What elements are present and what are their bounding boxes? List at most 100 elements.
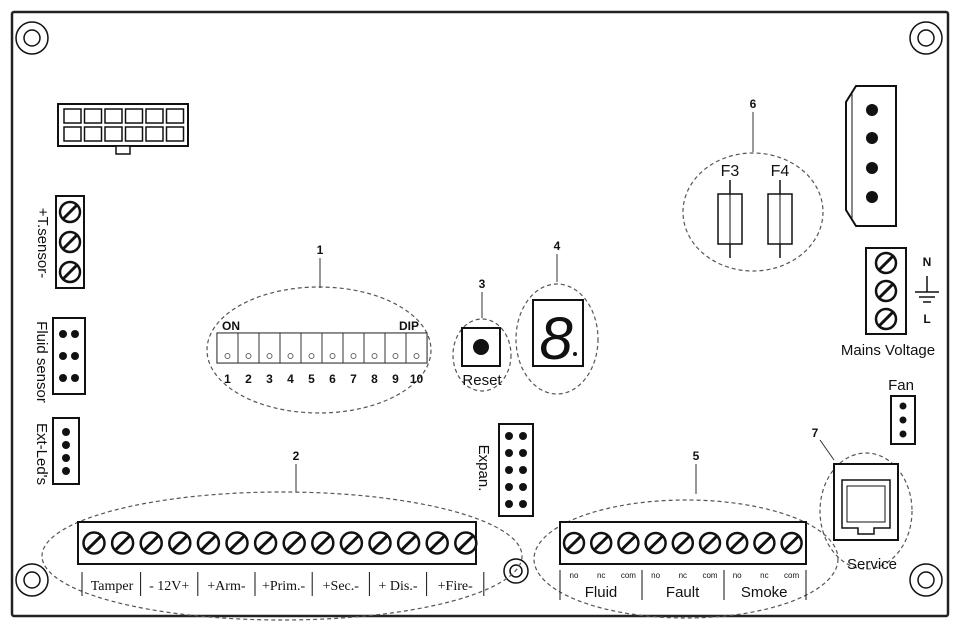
reset-button[interactable] — [461, 327, 501, 367]
input-terminal-screw — [339, 531, 364, 555]
dip-switch[interactable] — [321, 332, 344, 364]
mains-n-label: N — [923, 255, 932, 269]
mains-screw — [874, 307, 898, 331]
dip-switch[interactable] — [279, 332, 302, 364]
dip-switch[interactable] — [237, 332, 260, 364]
dip-switch-number: 6 — [329, 372, 336, 386]
relay-group-label: Fluid — [585, 584, 618, 601]
fluid-sensor-pin — [59, 352, 67, 360]
relay-contact-label: com — [702, 571, 717, 580]
relay-contact-label: nc — [760, 571, 768, 580]
dip-switch-number: 1 — [224, 372, 231, 386]
dip-switch[interactable] — [405, 332, 428, 364]
input-terminal-screw — [253, 531, 278, 555]
input-terminal-label: +Arm- — [207, 579, 246, 594]
fuse-f4 — [767, 180, 793, 258]
relay-terminal-screw — [725, 531, 749, 555]
reset-label: Reset — [462, 372, 502, 389]
relay-terminal-screw — [617, 531, 640, 555]
dip-switch[interactable] — [342, 332, 365, 364]
t-sensor-screw — [58, 260, 82, 284]
ribbon-header-connector — [57, 103, 189, 155]
expansion-pin — [505, 449, 513, 457]
dip-switch[interactable] — [300, 332, 323, 364]
dip-switch[interactable] — [363, 332, 386, 364]
fluid-sensor-pin — [71, 352, 79, 360]
service-rj-port[interactable] — [833, 463, 899, 541]
input-terminal-screw — [282, 531, 306, 555]
ext-led-pin — [62, 467, 70, 475]
callout-4: 4 — [554, 239, 561, 253]
input-terminal-label: - 12V+ — [149, 579, 189, 594]
ribbon-pin-cell — [165, 126, 185, 142]
mains-voltage-terminal — [865, 247, 907, 335]
dip-switch-number: 7 — [350, 372, 357, 386]
relay-contact-label: com — [784, 571, 799, 580]
mains-screw — [874, 251, 898, 275]
mounting-hole-top-right — [909, 21, 943, 55]
t-sensor-label: +T.sensor- — [34, 208, 51, 278]
relay-group-label: Smoke — [741, 584, 788, 601]
input-terminal-label: Tamper — [91, 579, 134, 594]
ext-leds-connector — [52, 417, 80, 485]
ribbon-pin-cell — [165, 108, 185, 124]
relay-terminal-screw — [698, 531, 722, 555]
ext-leds-label: Ext-Led's — [33, 423, 50, 485]
ribbon-pin-cell — [104, 108, 123, 124]
input-terminal-screw — [196, 531, 221, 555]
callout-2: 2 — [293, 449, 300, 463]
expansion-pin — [505, 483, 513, 491]
dip-switch[interactable] — [258, 332, 281, 364]
ribbon-pin-cell — [83, 126, 103, 142]
relay-terminal-screw — [780, 531, 803, 555]
dip-switch[interactable] — [384, 332, 407, 364]
input-terminal-label: + Dis.- — [378, 579, 417, 594]
relay-contact-label: com — [621, 571, 636, 580]
expansion-pin — [519, 500, 527, 508]
dip-switch-number: 3 — [266, 372, 273, 386]
expansion-pin — [519, 449, 527, 457]
ribbon-pin-cell — [124, 126, 144, 142]
inputs-terminal-strip — [77, 521, 478, 565]
relay-terminal-screw — [671, 531, 695, 555]
input-terminal-screw — [368, 531, 392, 555]
input-terminal-screw — [425, 531, 449, 555]
relay-contact-label: no — [651, 571, 660, 580]
inputs-callout-ring — [41, 491, 523, 621]
ribbon-pin-cell — [83, 108, 103, 124]
input-terminal-screw — [168, 531, 192, 555]
mounting-hole-bottom-left — [15, 563, 49, 597]
service-label: Service — [847, 556, 897, 573]
callout-6: 6 — [750, 97, 757, 111]
t-sensor-screw — [58, 200, 82, 224]
fluid-sensor-connector — [52, 317, 86, 395]
callout-7: 7 — [812, 426, 819, 440]
ribbon-pin-cell — [145, 108, 164, 124]
relay-group-label: Fault — [666, 584, 700, 601]
dip-switch-number: 2 — [245, 372, 252, 386]
dip-switch-number: 10 — [410, 372, 424, 386]
ext-led-pin — [62, 428, 70, 436]
service-callout-ring — [819, 452, 913, 570]
ext-led-pin — [62, 441, 70, 449]
dip-switch-number: 5 — [308, 372, 315, 386]
callout-5: 5 — [693, 449, 700, 463]
mains-l-label: L — [923, 312, 930, 326]
expan-label: Expan. — [475, 445, 492, 492]
expansion-pin — [519, 466, 527, 474]
fluid-sensor-pin — [71, 374, 79, 382]
ribbon-pin-cell — [63, 108, 82, 124]
relay-contact-label: nc — [679, 571, 687, 580]
fan-connector — [890, 395, 916, 445]
input-terminal-label: +Sec.- — [323, 579, 360, 594]
board-outline — [10, 10, 950, 618]
expansion-pin — [519, 483, 527, 491]
dip-switch-block — [216, 332, 428, 364]
dip-switch-callout-ring — [206, 286, 432, 414]
input-terminal-label: +Prim.- — [262, 579, 306, 594]
mains-input-connector — [845, 85, 897, 227]
mounting-hole-bottom-center — [503, 558, 529, 584]
fluid-sensor-pin — [71, 330, 79, 338]
dip-on-label: ON — [222, 319, 240, 333]
dip-switch[interactable] — [216, 332, 239, 364]
